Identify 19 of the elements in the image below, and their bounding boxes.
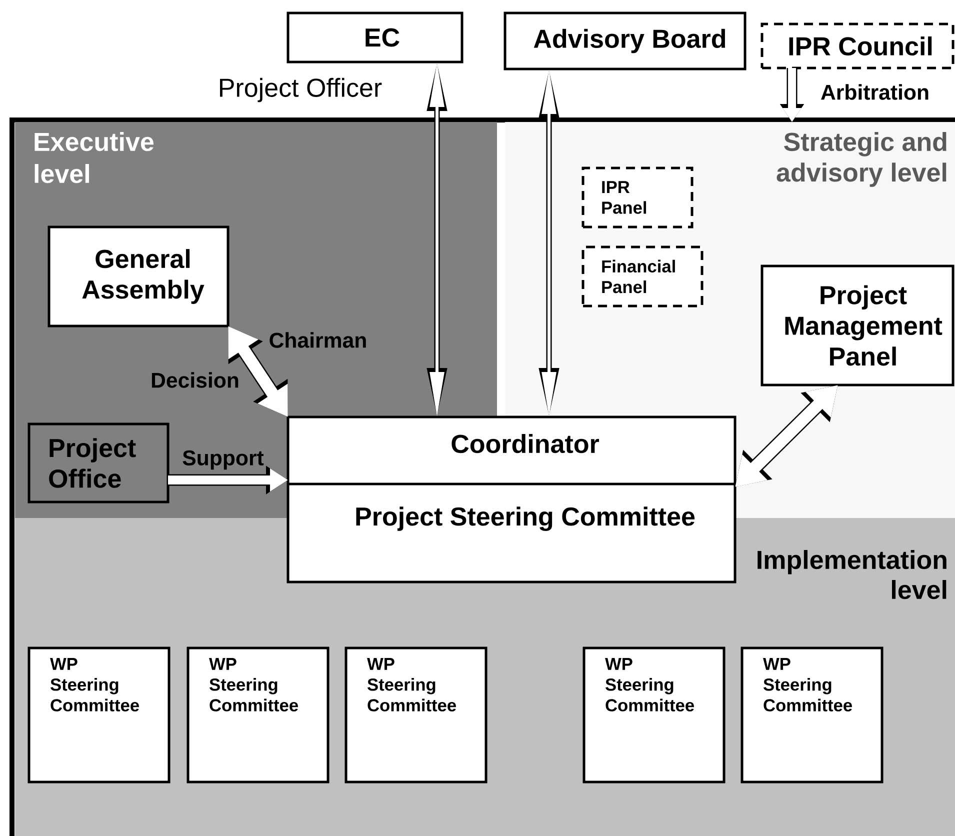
- coordinator-box: Coordinator Project Steering Committee: [286, 416, 736, 584]
- organization-box: EC: [286, 12, 464, 64]
- committee-box: WP Steering Committee: [740, 646, 884, 784]
- panel-box: IPR Panel: [582, 166, 694, 228]
- edge-label: Chairman: [270, 332, 366, 348]
- organization-box: Advisory Board: [504, 12, 746, 70]
- panel-box: Financial Panel: [582, 246, 704, 308]
- edge-label: Arbitration: [821, 84, 928, 100]
- organization-box: IPR Council: [760, 22, 954, 70]
- committee-box: WP Steering Committee: [186, 646, 330, 784]
- organization-box: Project Office: [28, 422, 170, 504]
- caption-text: Project Officer: [220, 78, 382, 102]
- organization-box: Project Management Panel: [760, 264, 954, 386]
- committee-box: WP Steering Committee: [28, 646, 170, 784]
- committee-box: WP Steering Committee: [582, 646, 726, 784]
- organization-box: General Assembly: [48, 226, 230, 328]
- committee-box: WP Steering Committee: [344, 646, 488, 784]
- label-text: Decision: [152, 372, 238, 388]
- edge-label: Support: [182, 450, 264, 470]
